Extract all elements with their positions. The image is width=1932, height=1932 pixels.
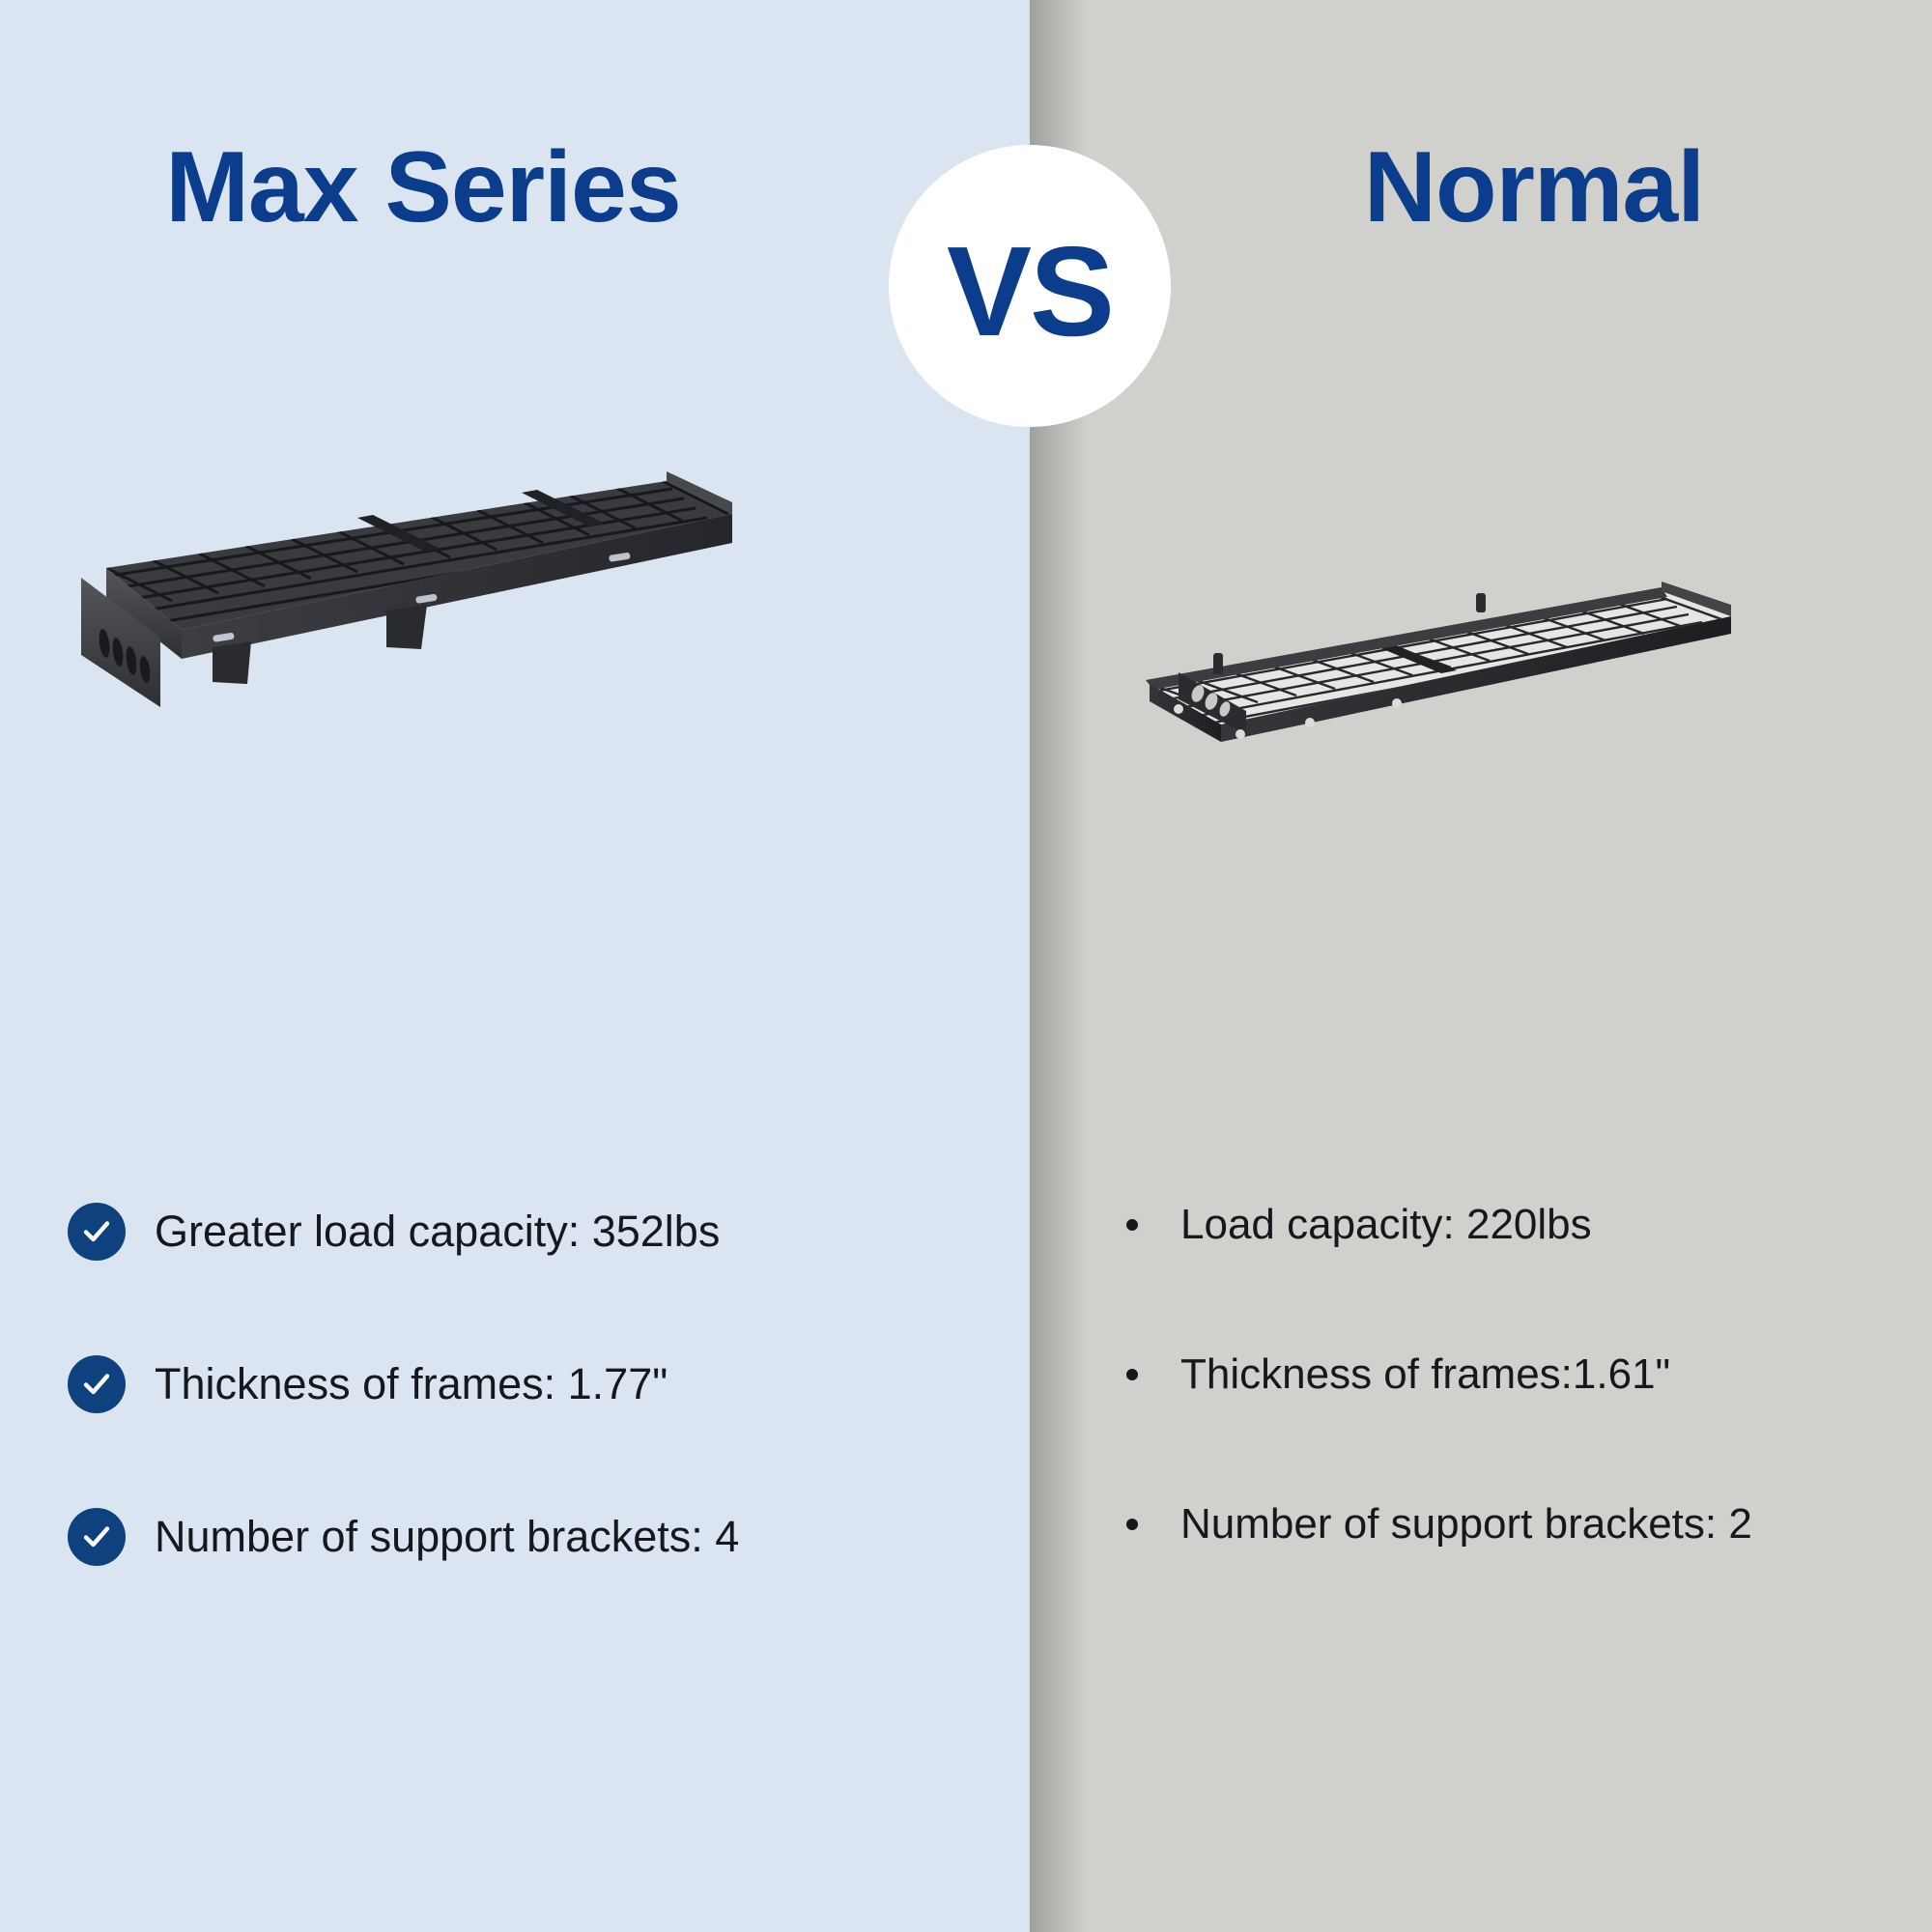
left-feature-list: Greater load capacity: 352lbs Thickness … (68, 1203, 976, 1566)
feature-text: Load capacity: 220lbs (1180, 1201, 1592, 1248)
feature-text: Greater load capacity: 352lbs (155, 1206, 721, 1256)
list-item: Thickness of frames:1.61" (1121, 1348, 1884, 1401)
dot-bullet-icon (1126, 1519, 1138, 1530)
check-circle-icon (68, 1355, 126, 1413)
check-circle-icon (68, 1203, 126, 1261)
feature-text: Thickness of frames: 1.77" (155, 1358, 668, 1408)
right-feature-list: Load capacity: 220lbs Thickness of frame… (1121, 1198, 1884, 1550)
list-item: Number of support brackets: 2 (1121, 1497, 1884, 1550)
right-panel-title: Normal (1363, 131, 1705, 243)
list-item: Number of support brackets: 4 (68, 1508, 976, 1566)
list-item: Greater load capacity: 352lbs (68, 1203, 976, 1261)
dot-bullet-icon (1126, 1369, 1138, 1380)
feature-text: Thickness of frames:1.61" (1180, 1350, 1671, 1398)
left-product-image (68, 454, 763, 724)
dot-bullet-icon (1126, 1219, 1138, 1231)
list-item: Load capacity: 220lbs (1121, 1198, 1884, 1251)
left-panel-title: Max Series (165, 131, 681, 243)
right-product-image (1121, 570, 1758, 792)
feature-text: Number of support brackets: 4 (155, 1511, 740, 1561)
vs-badge-label: VS (946, 220, 1115, 362)
list-item: Thickness of frames: 1.77" (68, 1355, 976, 1413)
vs-badge: VS (889, 145, 1171, 427)
check-circle-icon (68, 1508, 126, 1566)
feature-text: Number of support brackets: 2 (1180, 1500, 1752, 1548)
left-panel (0, 0, 1030, 1932)
